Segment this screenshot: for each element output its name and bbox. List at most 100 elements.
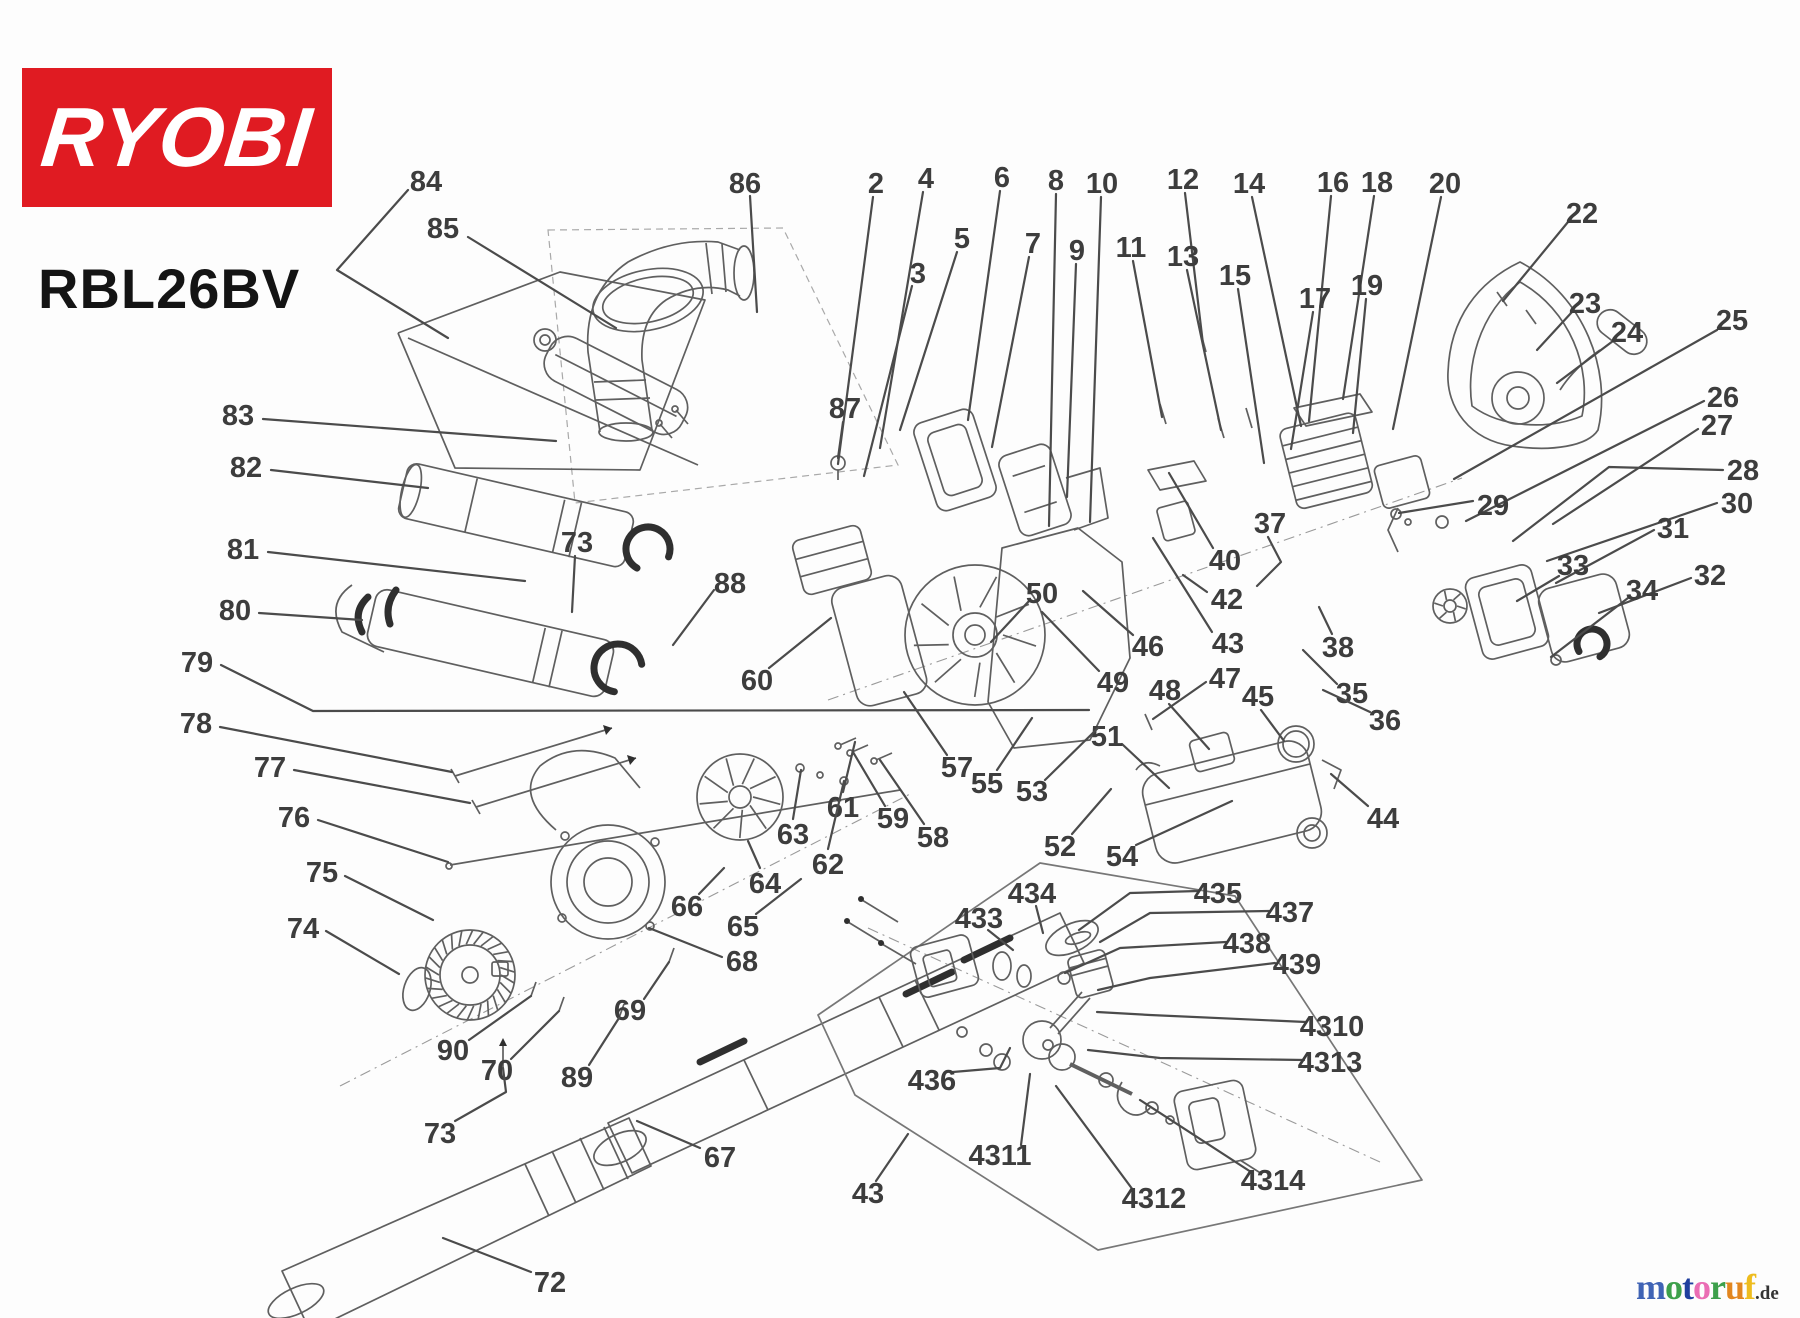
part-number-46: 46 <box>1132 631 1164 663</box>
leader-line-28 <box>1511 465 1725 543</box>
part-number-25: 25 <box>1716 305 1748 337</box>
leader-line-90 <box>467 994 533 1042</box>
part-number-44: 44 <box>1367 803 1399 835</box>
leader-line-86 <box>748 194 759 314</box>
leader-line-23 <box>1535 310 1574 352</box>
leader-line-435 <box>1077 889 1200 932</box>
part-number-68: 68 <box>726 946 758 978</box>
part-number-79: 79 <box>181 647 213 679</box>
part-number-34: 34 <box>1626 575 1658 607</box>
part-number-439: 439 <box>1273 949 1321 981</box>
leader-line-31 <box>1554 528 1656 585</box>
leader-line-37 <box>1255 535 1283 588</box>
part-number-74: 74 <box>287 913 319 945</box>
leader-line-4314 <box>1138 1098 1253 1174</box>
part-number-55: 55 <box>971 768 1003 800</box>
part-number-82: 82 <box>230 452 262 484</box>
leader-line-78 <box>218 725 454 774</box>
leader-line-47 <box>1151 680 1208 721</box>
leader-line-89 <box>587 1016 621 1067</box>
part-number-73: 73 <box>424 1118 456 1150</box>
part-number-437: 437 <box>1266 897 1314 929</box>
part-number-22: 22 <box>1566 198 1598 230</box>
leader-line-434 <box>1034 904 1045 935</box>
leader-line-59 <box>851 750 887 808</box>
part-number-38: 38 <box>1322 632 1354 664</box>
leader-line-43 <box>1151 536 1214 634</box>
leader-line-76 <box>316 818 450 864</box>
leader-line-43 <box>874 1132 910 1183</box>
radial-fins <box>424 576 1466 1021</box>
starter-pulley-drawing <box>402 929 516 1021</box>
part-number-2: 2 <box>868 168 884 200</box>
part-number-433: 433 <box>955 903 1003 935</box>
leader-line-79 <box>219 663 1091 713</box>
part-number-52: 52 <box>1044 831 1076 863</box>
part-number-4: 4 <box>918 163 934 195</box>
part-number-66: 66 <box>671 891 703 923</box>
leader-line-85 <box>466 235 618 330</box>
motoruf-watermark: motoruf.de <box>1636 1266 1779 1308</box>
leader-line-4310 <box>1095 1010 1308 1024</box>
part-number-58: 58 <box>917 822 949 854</box>
part-number-64: 64 <box>749 868 781 900</box>
part-number-6: 6 <box>994 162 1010 194</box>
leader-line-30 <box>1545 501 1719 563</box>
leader-line-70 <box>509 1009 561 1061</box>
part-number-83: 83 <box>222 400 254 432</box>
part-number-24: 24 <box>1611 317 1643 349</box>
leader-line-7 <box>990 255 1031 449</box>
part-number-11: 11 <box>1116 232 1147 264</box>
leader-line-26 <box>1464 399 1706 523</box>
leader-line-88 <box>671 588 716 647</box>
leader-line-74 <box>324 929 401 976</box>
leader-line-4311 <box>1019 1072 1032 1147</box>
recoil-starter-drawing <box>1447 261 1648 450</box>
ryobi-logo: RYOBI <box>22 68 332 207</box>
leader-line-24 <box>1555 339 1615 385</box>
part-number-4311: 4311 <box>969 1140 1032 1172</box>
part-number-75: 75 <box>306 857 338 889</box>
leader-line-22 <box>1501 220 1570 303</box>
leader-line-438 <box>1063 940 1228 975</box>
part-number-69: 69 <box>614 995 646 1027</box>
part-number-15: 15 <box>1219 260 1251 292</box>
leader-line-20 <box>1391 195 1443 431</box>
leader-line-65 <box>754 877 803 916</box>
muffler-plates-drawing <box>913 329 1253 542</box>
leader-line-42 <box>1181 573 1209 594</box>
leader-line-84 <box>335 188 450 340</box>
part-number-8: 8 <box>1048 165 1064 197</box>
crankcase-bolts <box>795 455 893 786</box>
leader-line-40 <box>1167 471 1215 550</box>
part-number-435: 435 <box>1194 878 1242 910</box>
part-number-80: 80 <box>219 595 251 627</box>
part-number-28: 28 <box>1727 455 1759 487</box>
part-number-3: 3 <box>910 258 926 290</box>
leader-line-35 <box>1301 648 1339 686</box>
part-number-35: 35 <box>1336 678 1368 710</box>
leader-line-5 <box>898 250 959 432</box>
engine-crankcase-drawing <box>791 524 1131 749</box>
blower-tube-drawing <box>397 462 674 575</box>
leader-line-66 <box>697 866 726 896</box>
impeller-fan-drawing <box>696 753 784 841</box>
leader-line-18 <box>1341 194 1376 401</box>
leader-line-4313 <box>1086 1048 1306 1062</box>
leader-line-27 <box>1551 427 1700 526</box>
leader-line-57 <box>902 690 949 757</box>
part-number-90: 90 <box>437 1035 469 1067</box>
part-number-59: 59 <box>877 803 909 835</box>
part-number-72: 72 <box>534 1267 566 1299</box>
part-number-67: 67 <box>704 1142 736 1174</box>
part-number-4314: 4314 <box>1241 1165 1306 1197</box>
leader-line-49 <box>1040 610 1101 673</box>
part-number-10: 10 <box>1086 168 1118 200</box>
part-number-36: 36 <box>1369 705 1401 737</box>
leader-line-13 <box>1185 268 1223 432</box>
part-number-17: 17 <box>1299 283 1331 315</box>
leader-line-6 <box>966 189 1002 422</box>
leader-line-4 <box>878 190 925 450</box>
